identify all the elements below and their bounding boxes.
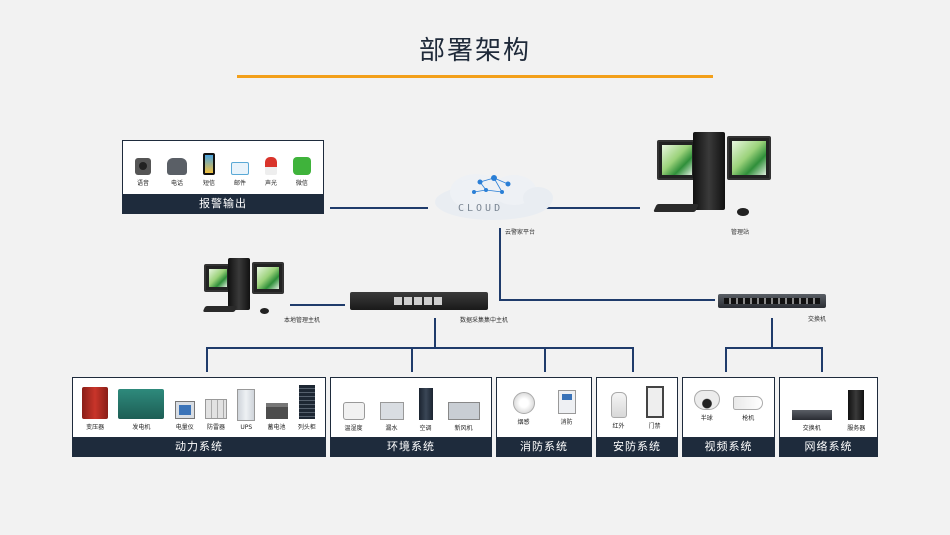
air-conditioner-icon [418,388,433,420]
smoke-detector-icon [512,392,535,414]
security-item-access: 门禁 [645,386,664,430]
access-control-icon [645,386,664,418]
cloud-wordmark: CLOUD [458,203,504,214]
power-item-transformer: 变压器 [82,387,109,431]
power-meter-icon [174,401,195,419]
network-system-panel: 交换机 服务器 网络系统 [779,377,878,457]
monitor-icon [252,262,284,294]
server-icon [848,390,865,420]
fire-item-fire: 消防 [557,390,576,426]
telephone-icon [166,158,187,175]
collector-label: 数据采集集中主机 [460,317,509,324]
power-item-cabinet: 列头柜 [298,385,316,431]
video-item-dome: 半球 [693,390,720,422]
wechat-icon [292,157,311,175]
transformer-icon [82,387,109,419]
env-item-temp-humidity: 温湿度 [342,402,365,432]
environment-system-panel: 温湿度 漏水 空调 新风机 环境系统 [330,377,492,457]
speaker-icon [134,158,151,175]
env-item-leak: 漏水 [379,402,404,432]
video-item-bullet: 枪机 [733,396,764,422]
network-switch-device [718,294,826,308]
alarm-output-caption: 报警输出 [123,194,323,213]
fire-system-caption: 消防系统 [497,437,591,456]
fire-item-smoke: 烟感 [512,392,535,426]
management-label: 管理站 [731,229,750,236]
cloud-label: 云警家平台 [505,229,536,236]
video-system-caption: 视频系统 [683,437,774,456]
smartphone-icon [202,153,215,175]
strobe-alarm-icon [264,157,277,175]
tower-icon [228,258,250,310]
ups-icon [237,389,256,421]
power-system-caption: 动力系统 [73,437,325,456]
switch-label: 交换机 [808,316,827,323]
network-item-switch: 交换机 [791,410,832,432]
power-item-ups: UPS [237,389,256,431]
mouse-icon [260,308,269,314]
video-system-panel: 半球 枪机 视频系统 [682,377,775,457]
keyboard-icon [202,306,238,312]
security-system-caption: 安防系统 [597,437,677,456]
alarm-output-panel: 语音 电话 短信 邮件 声光 微信 报警输出 [122,140,324,214]
power-item-generator: 发电机 [118,389,165,431]
monitor-icon [657,140,697,180]
title-underline [237,75,713,78]
generator-icon [118,389,165,419]
cloud-icon [435,174,553,220]
battery-icon [265,403,288,419]
fire-system-panel: 烟感 消防 消防系统 [496,377,592,457]
infrared-sensor-icon [610,392,627,418]
alarm-item-email: 邮件 [230,162,249,187]
power-item-surge: 防雷器 [204,399,227,431]
page-title: 部署架构 [418,36,531,66]
mouse-icon [737,208,749,216]
power-system-panel: 变压器 发电机 电量仪 防雷器 UPS 蓄电池 列头柜 动力系统 [72,377,326,457]
alarm-item-voice: 语音 [134,158,151,187]
fresh-air-unit-icon [447,402,480,420]
cloud-platform: CLOUD [428,170,558,225]
security-item-infrared: 红外 [610,392,627,430]
security-system-panel: 红外 门禁 安防系统 [596,377,678,457]
local-management-host [198,258,290,320]
line-switch-bus [725,347,823,372]
network-system-caption: 网络系统 [780,437,877,456]
fire-panel-icon [557,390,576,414]
bullet-camera-icon [733,396,764,410]
line-collector-bus [206,347,634,372]
network-item-server: 服务器 [847,390,865,432]
surge-protector-icon [204,399,227,419]
email-icon [230,162,249,175]
alarm-item-phone: 电话 [166,158,187,187]
local-host-label: 本地管理主机 [284,317,321,324]
switch-icon [791,410,832,420]
environment-system-caption: 环境系统 [331,437,491,456]
alarm-item-sms: 短信 [202,153,215,187]
power-item-meter: 电量仪 [174,401,195,431]
management-station [645,130,775,225]
env-item-fresh-air: 新风机 [447,402,480,432]
alarm-item-strobe: 声光 [264,157,277,187]
cabinet-icon [298,385,315,419]
keyboard-icon [653,204,699,212]
monitor-icon [727,136,771,180]
env-item-aircon: 空调 [418,388,433,432]
thermometer-icon [342,402,365,420]
alarm-item-wechat: 微信 [292,157,311,187]
data-collector-device [350,292,488,310]
leak-detector-icon [379,402,404,420]
tower-icon [693,132,725,210]
dome-camera-icon [693,390,720,410]
line-cloud-switch [499,228,715,301]
power-item-battery: 蓄电池 [265,403,288,431]
